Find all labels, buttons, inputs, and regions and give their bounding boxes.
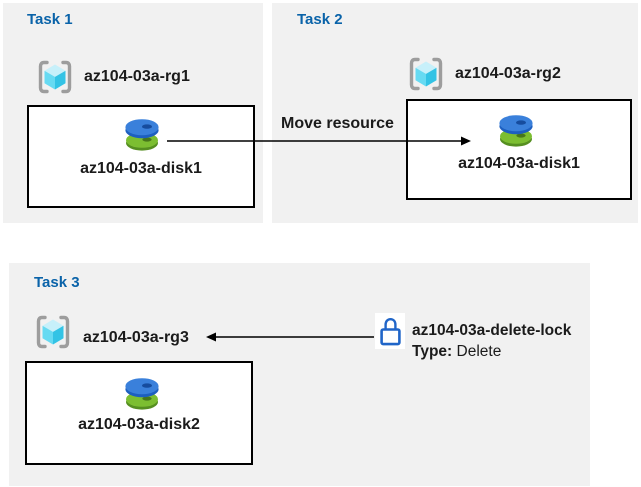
delete-lock-arrow (206, 332, 374, 342)
task1-disk-label: az104-03a-disk1 (80, 160, 202, 177)
lock-icon (379, 317, 401, 346)
task2-rg-label: az104-03a-rg2 (455, 65, 561, 82)
resource-group-icon (38, 60, 72, 94)
task3-resource-box (25, 361, 253, 465)
move-resource-label: Move resource (281, 115, 394, 132)
task2-title: Task 2 (297, 11, 343, 28)
lock-type-label: Type: (412, 343, 453, 360)
resource-group-icon (36, 315, 70, 349)
task3-disk-label: az104-03a-disk2 (78, 416, 200, 433)
delete-lock-name: az104-03a-delete-lock (412, 322, 572, 339)
task1-title: Task 1 (27, 11, 73, 28)
managed-disk-icon (125, 378, 159, 410)
task3-title: Task 3 (34, 274, 80, 291)
lock-type-value: Delete (456, 343, 502, 360)
move-resource-arrow (167, 136, 471, 146)
resource-group-icon (409, 57, 443, 91)
task3-rg-label: az104-03a-rg3 (83, 329, 189, 346)
task1-rg-label: az104-03a-rg1 (84, 68, 190, 85)
lock-icon-background (375, 313, 405, 349)
task2-disk-label: az104-03a-disk1 (458, 155, 580, 172)
delete-lock-type: Type: Delete (412, 342, 501, 362)
managed-disk-icon (125, 119, 159, 151)
managed-disk-icon (499, 115, 533, 147)
